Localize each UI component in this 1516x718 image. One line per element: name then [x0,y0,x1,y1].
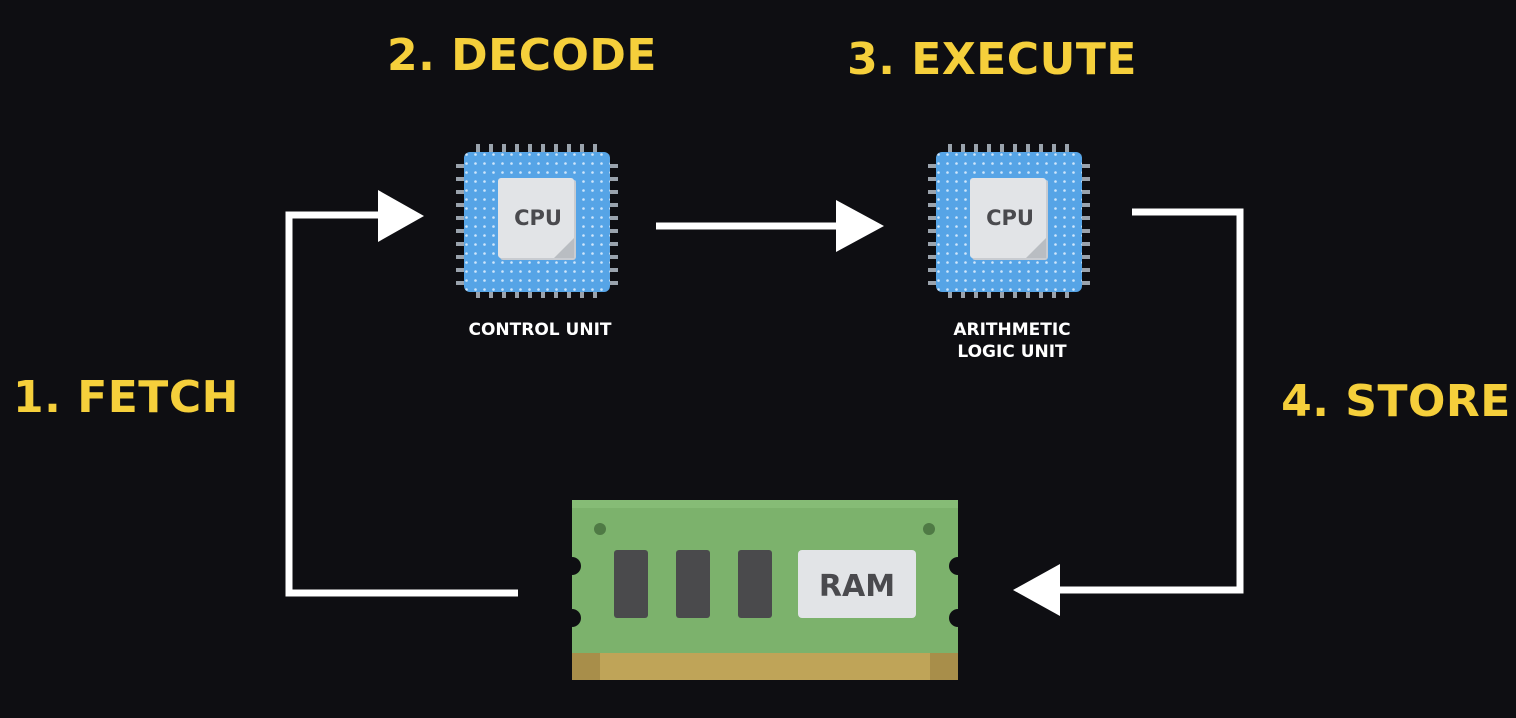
alu-chip-label: CPU [986,206,1034,230]
alu-caption-line1: ARITHMETIC [953,320,1070,340]
decode-to-execute-arrow [656,200,884,252]
control-unit-chip-label: CPU [514,206,562,230]
control-unit-caption: CONTROL UNIT [469,320,612,340]
ram-chip [614,550,648,618]
store-arrow [1013,208,1244,616]
ram-chip [738,550,772,618]
fetch-arrow [285,190,518,597]
step-store-label: 4. STORE [1281,376,1511,427]
step-execute-label: 3. EXECUTE [847,34,1137,85]
step-decode-label: 2. DECODE [387,30,657,81]
step-fetch-label: 1. FETCH [13,372,239,423]
ram-label: RAM [819,569,895,604]
ram-chip [676,550,710,618]
alu-cpu-icon: CPU [928,144,1090,298]
control-unit-cpu-icon: CPU [456,144,618,298]
ram-module-icon: RAM [563,500,967,680]
alu-caption-line2: LOGIC UNIT [957,342,1067,362]
